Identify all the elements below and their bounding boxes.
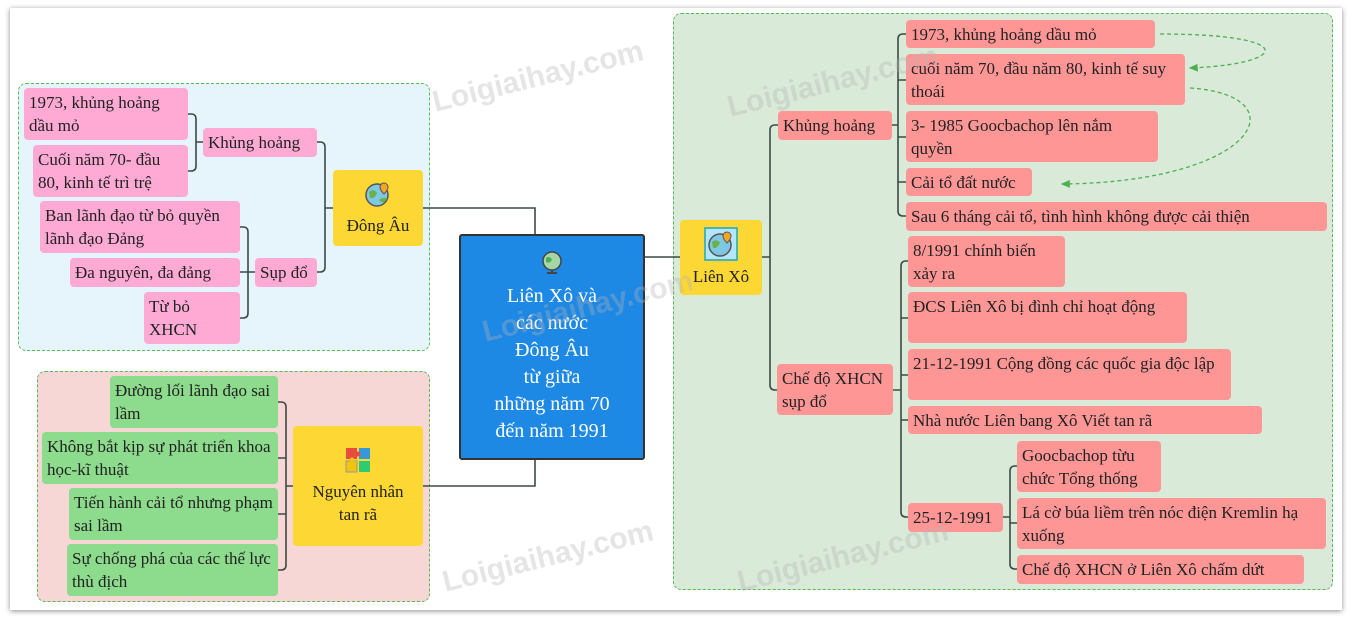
- che-do-sup-do-node[interactable]: Chế độ XHCN sụp đổ: [777, 364, 893, 415]
- lien-xo-khung-hoang-item[interactable]: 3- 1985 Goocbachop lên nắm quyền: [906, 111, 1158, 162]
- date-item[interactable]: Lá cờ búa liềm trên nóc điện Kremlin hạ …: [1017, 498, 1326, 549]
- date-item[interactable]: Goocbachop từu chức Tổng thống: [1017, 441, 1161, 492]
- che-do-item[interactable]: 8/1991 chính biến xảy ra: [908, 236, 1065, 287]
- lien-xo-khung-hoang-item[interactable]: Sau 6 tháng cải tổ, tình hình không được…: [906, 202, 1327, 231]
- globe-map-icon: [704, 227, 738, 261]
- lien-xo-khung-hoang-item[interactable]: cuối năm 70, đầu năm 80, kinh tế suy tho…: [906, 54, 1185, 105]
- lien-xo-topic[interactable]: Liên Xô: [680, 220, 762, 295]
- central-topic[interactable]: Liên Xô và các nước Đông Âu từ giữa nhữn…: [459, 234, 645, 460]
- che-do-item[interactable]: 21-12-1991 Cộng đồng các quốc gia độc lậ…: [908, 349, 1231, 400]
- nguyen-nhan-label: Nguyên nhân tan rã: [312, 482, 404, 524]
- dong-au-label: Đông Âu: [346, 215, 410, 235]
- dong-au-khung-hoang-item[interactable]: 1973, khủng hoảng dầu mỏ: [24, 88, 188, 140]
- central-title: Liên Xô và các nước Đông Âu từ giữa nhữn…: [494, 285, 610, 442]
- date-25-12-1991-node[interactable]: 25-12-1991: [908, 503, 1003, 532]
- puzzle-icon: [345, 448, 370, 473]
- che-do-item[interactable]: Nhà nước Liên bang Xô Viết tan rã: [908, 406, 1262, 434]
- dong-au-sup-do-item[interactable]: Ban lãnh đạo từ bỏ quyền lãnh đạo Đảng: [40, 201, 240, 253]
- globe-pin-icon: [365, 181, 389, 207]
- nguyen-nhan-item[interactable]: Sự chống phá của các thế lực thù địch: [67, 544, 278, 596]
- nguyen-nhan-item[interactable]: Đường lối lãnh đạo sai lầm: [110, 376, 278, 428]
- lien-xo-label: Liên Xô: [692, 267, 750, 286]
- date-item[interactable]: Chế độ XHCN ở Liên Xô chấm dứt: [1017, 555, 1304, 584]
- lien-xo-khung-hoang-node[interactable]: Khủng hoảng: [778, 111, 892, 140]
- nguyen-nhan-item[interactable]: Tiến hành cải tổ nhưng phạm sai lầm: [69, 488, 278, 540]
- nguyen-nhan-item[interactable]: Không bắt kịp sự phát triển khoa học-kĩ …: [42, 432, 278, 484]
- nguyen-nhan-topic[interactable]: Nguyên nhân tan rã: [293, 426, 423, 546]
- dong-au-sup-do-item[interactable]: Đa nguyên, đa đảng: [70, 258, 240, 287]
- dong-au-sup-do-item[interactable]: Từ bỏ XHCN: [144, 292, 240, 344]
- globe-icon: [542, 251, 562, 274]
- dong-au-sup-do-node[interactable]: Sụp đổ: [255, 258, 317, 287]
- lien-xo-khung-hoang-item[interactable]: Cải tổ đất nước: [906, 168, 1032, 196]
- dong-au-khung-hoang-item[interactable]: Cuối năm 70- đầu 80, kinh tế trì trệ: [33, 145, 188, 197]
- dong-au-khung-hoang-node[interactable]: Khủng hoảng: [203, 128, 317, 157]
- lien-xo-khung-hoang-item[interactable]: 1973, khủng hoảng dầu mỏ: [906, 20, 1155, 48]
- che-do-item[interactable]: ĐCS Liên Xô bị đình chỉ hoạt động: [908, 292, 1187, 343]
- dong-au-topic[interactable]: Đông Âu: [333, 170, 423, 246]
